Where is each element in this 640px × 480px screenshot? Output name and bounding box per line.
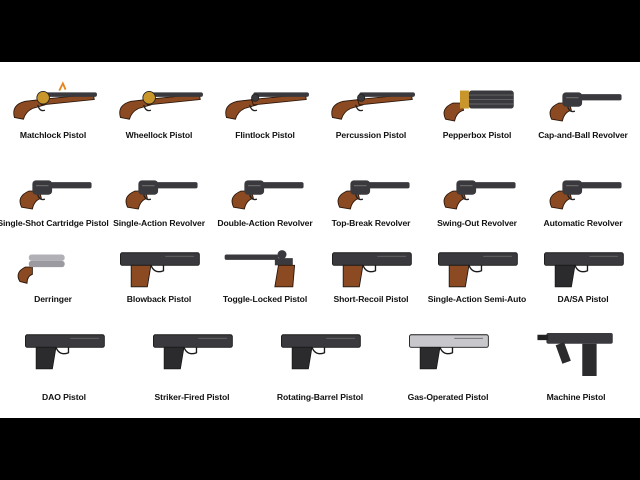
striker-fired-pistol-illustration	[153, 334, 233, 370]
swing-out-revolver-illustration	[443, 180, 516, 210]
weapon-label: Flintlock Pistol	[235, 130, 295, 140]
single-shot-cartridge-pistol-illustration	[19, 180, 92, 210]
percussion-pistol-illustration	[331, 92, 415, 120]
weapon-label: Matchlock Pistol	[19, 130, 87, 140]
weapon-label: Double-Action Revolver	[217, 218, 313, 228]
short-recoil-pistol-illustration	[332, 252, 412, 288]
weapon-label: Striker-Fired Pistol	[154, 392, 230, 402]
flintlock-pistol-illustration	[225, 92, 309, 120]
toggle-locked-pistol-illustration	[224, 250, 296, 288]
weapon-label: Wheellock Pistol	[125, 130, 193, 140]
derringer-illustration	[17, 254, 65, 284]
single-action-revolver-illustration	[125, 180, 198, 210]
weapon-label: DAO Pistol	[42, 392, 86, 402]
weapon-label: Machine Pistol	[546, 392, 606, 402]
weapon-label: DA/SA Pistol	[557, 294, 609, 304]
cap-and-ball-revolver-illustration	[549, 92, 622, 122]
weapon-label: Top-Break Revolver	[331, 218, 411, 228]
weapon-label: Single-Action Semi-Auto	[427, 294, 527, 304]
weapon-label: Single-Action Revolver	[113, 218, 205, 228]
weapon-label: Pepperbox Pistol	[442, 130, 512, 140]
dao-pistol-illustration	[25, 334, 105, 370]
gas-operated-pistol-illustration	[409, 334, 489, 370]
top-break-revolver-illustration	[337, 180, 410, 210]
weapon-label: Single-Shot Cartridge Pistol	[0, 218, 109, 228]
weapon-label: Rotating-Barrel Pistol	[276, 392, 364, 402]
weapon-label: Automatic Revolver	[543, 218, 623, 228]
weapon-label: Percussion Pistol	[335, 130, 407, 140]
weapon-label: Cap-and-Ball Revolver	[538, 130, 628, 140]
machine-pistol-illustration	[537, 332, 613, 376]
weapon-label: Blowback Pistol	[126, 294, 192, 304]
da-sa-pistol-illustration	[544, 252, 624, 288]
weapon-label: Swing-Out Revolver	[437, 218, 517, 228]
single-action-semi-auto-illustration	[438, 252, 518, 288]
double-action-revolver-illustration	[231, 180, 304, 210]
rotating-barrel-pistol-illustration	[281, 334, 361, 370]
weapon-chart: Matchlock Pistol Wheellock Pistol Flintl…	[0, 62, 640, 418]
wheellock-pistol-illustration	[119, 91, 203, 120]
weapon-label: Derringer	[34, 294, 72, 304]
automatic-revolver-illustration	[549, 180, 622, 210]
pepperbox-pistol-illustration	[443, 90, 514, 122]
weapon-label: Gas-Operated Pistol	[407, 392, 489, 402]
matchlock-pistol-illustration	[13, 81, 97, 120]
blowback-pistol-illustration	[120, 252, 200, 288]
weapon-label: Toggle-Locked Pistol	[222, 294, 308, 304]
weapon-label: Short-Recoil Pistol	[333, 294, 409, 304]
